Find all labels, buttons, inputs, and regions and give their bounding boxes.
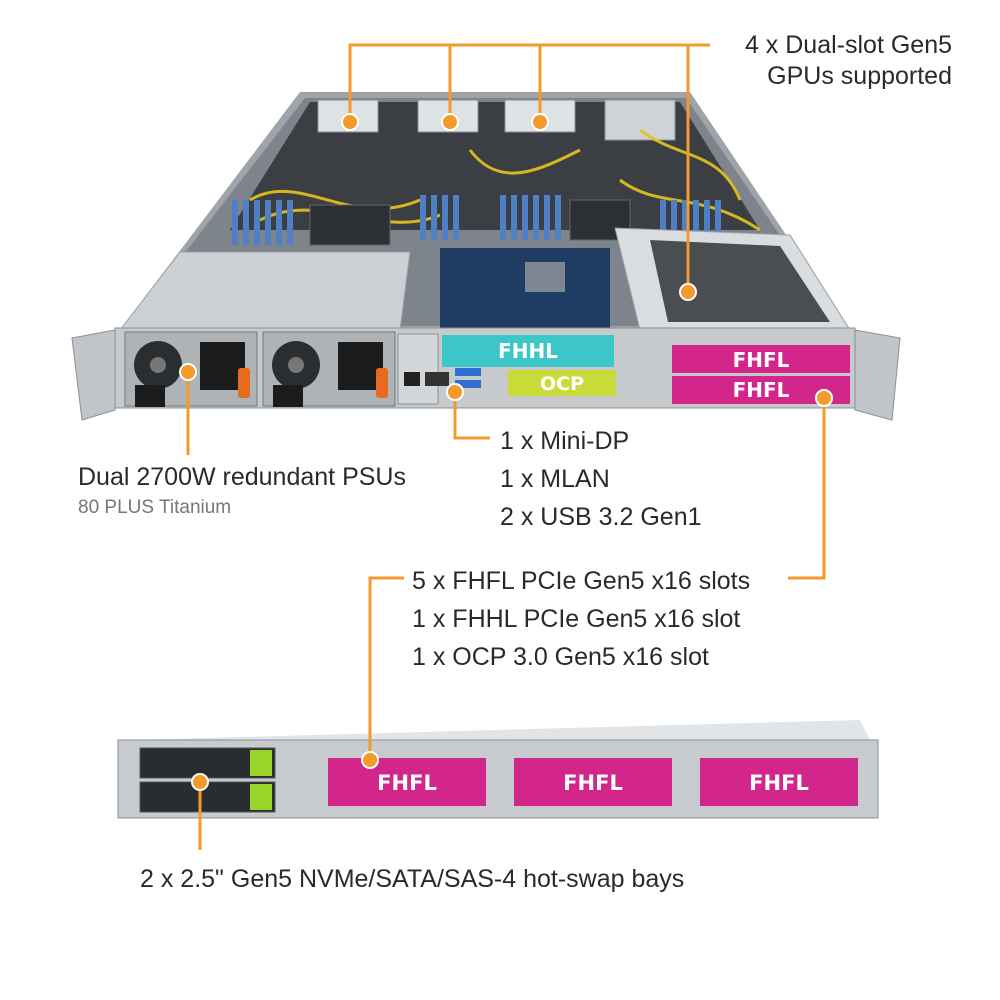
io-callout: 1 x Mini-DP 1 x MLAN 2 x USB 3.2 Gen1 xyxy=(500,422,702,536)
front-fhfl-slot-1 xyxy=(328,758,486,806)
slots-callout-line: 5 x FHFL PCIe Gen5 x16 slots xyxy=(412,567,751,595)
front-fhfl-slot-1-label: FHFL xyxy=(377,771,437,795)
front-fhfl-slot-2 xyxy=(514,758,672,806)
io-callout-line: 1 x Mini-DP xyxy=(500,427,630,455)
gpu-callout: 4 x Dual-slot Gen5 GPUs supported xyxy=(745,30,952,93)
ocp-slot xyxy=(508,370,616,396)
psu-callout: Dual 2700W redundant PSUs 80 PLUS Titani… xyxy=(78,462,406,519)
fhhl-slot xyxy=(442,335,614,367)
front-fhfl-slot-2-label: FHFL xyxy=(563,771,623,795)
io-callout-line: 2 x USB 3.2 Gen1 xyxy=(500,503,702,531)
io-callout-line: 1 x MLAN xyxy=(500,465,610,493)
fhfl-slot-top xyxy=(672,345,850,373)
ocp-slot-label: OCP xyxy=(540,373,584,395)
gpu-callout-line1: 4 x Dual-slot Gen5 xyxy=(744,31,952,59)
psu-callout-title: Dual 2700W redundant PSUs xyxy=(78,463,406,491)
bays-callout: 2 x 2.5" Gen5 NVMe/SATA/SAS-4 hot-swap b… xyxy=(140,864,684,895)
drive-bays xyxy=(139,747,276,813)
gpu-callout-line2: GPUs supported xyxy=(767,62,952,91)
psu-modules xyxy=(124,331,396,407)
io-panel xyxy=(397,333,481,405)
front-fhfl-slot-3-label: FHFL xyxy=(749,771,809,795)
psu-callout-subtitle: 80 PLUS Titanium xyxy=(78,497,232,519)
psu-bay xyxy=(118,251,411,331)
slots-callout-line: 1 x FHHL PCIe Gen5 x16 slot xyxy=(412,605,741,633)
fhfl-slot-bottom-label: FHFL xyxy=(733,378,790,402)
bays-callout-text: 2 x 2.5" Gen5 NVMe/SATA/SAS-4 hot-swap b… xyxy=(140,865,685,893)
fhfl-slot-top-label: FHFL xyxy=(733,348,790,372)
fhhl-slot-label: FHHL xyxy=(498,339,558,363)
front-fhfl-slot-3 xyxy=(700,758,858,806)
slots-callout-line: 1 x OCP 3.0 Gen5 x16 slot xyxy=(412,643,709,671)
slots-callout: 5 x FHFL PCIe Gen5 x16 slots 1 x FHHL PC… xyxy=(412,562,750,676)
server-front-view: FHFL FHFL FHFL xyxy=(117,720,879,819)
